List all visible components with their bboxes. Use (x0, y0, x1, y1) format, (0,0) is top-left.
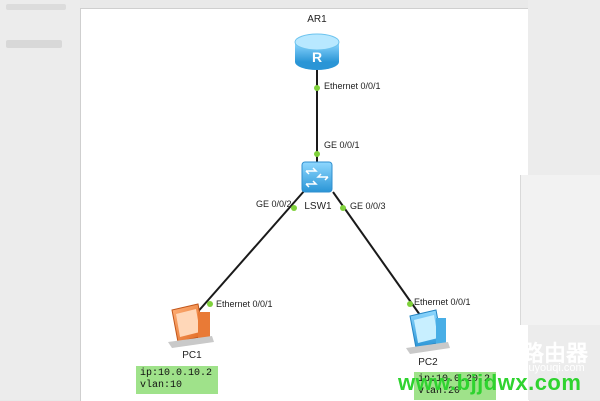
port-label-lsw1-ge2: GE 0/0/2 (256, 199, 292, 209)
left-panel (0, 0, 80, 400)
router-logo-icon (488, 336, 518, 366)
port-dot (407, 301, 413, 307)
pc1-name: PC1 (182, 350, 202, 361)
switch-icon[interactable] (301, 161, 333, 193)
pc1-vlan: vlan:10 (140, 380, 183, 391)
port-label-ar1-eth: Ethernet 0/0/1 (324, 81, 381, 91)
watermark-brand-en: luyouqi.com (526, 362, 585, 374)
link-lsw1-pc1[interactable] (194, 189, 306, 316)
side-panel (520, 175, 600, 325)
pc1-ip-box: ip:10.0.10.2 vlan:10 (136, 366, 218, 394)
router-icon[interactable]: R (294, 33, 340, 70)
pc2-name: PC2 (418, 357, 438, 368)
watermark-domain: www.bjjdwx.com (398, 370, 582, 395)
link-lsw1-pc2[interactable] (332, 191, 421, 316)
pc-icon[interactable] (406, 309, 450, 354)
switch-name: LSW1 (304, 201, 332, 212)
pc1-ip: ip:10.0.10.2 (140, 368, 213, 379)
port-label-lsw1-ge1: GE 0/0/1 (324, 140, 360, 150)
port-label-lsw1-ge3: GE 0/0/3 (350, 201, 386, 211)
port-label-pc2-eth: Ethernet 0/0/1 (414, 297, 471, 307)
topology-canvas[interactable] (80, 8, 529, 401)
port-dot (340, 205, 346, 211)
port-dot (314, 151, 320, 157)
port-dot (207, 301, 213, 307)
router-name: AR1 (307, 14, 327, 25)
watermark-logo: 路由器 luyouqi.com (488, 336, 600, 376)
port-dot (291, 205, 297, 211)
pc-icon[interactable] (168, 303, 214, 348)
port-dot (314, 85, 320, 91)
pc2-ip-box: ip:10.0.20.2 vlan:20 (414, 372, 496, 400)
left-panel-item (6, 40, 62, 48)
port-label-pc1-eth: Ethernet 0/0/1 (216, 299, 273, 309)
left-panel-item (6, 4, 66, 10)
watermark-brand-cn: 路由器 (522, 342, 589, 367)
pc2-ip: ip:10.0.20.2 (418, 374, 491, 385)
svg-text:R: R (312, 49, 322, 65)
pc2-vlan: vlan:20 (418, 386, 461, 397)
